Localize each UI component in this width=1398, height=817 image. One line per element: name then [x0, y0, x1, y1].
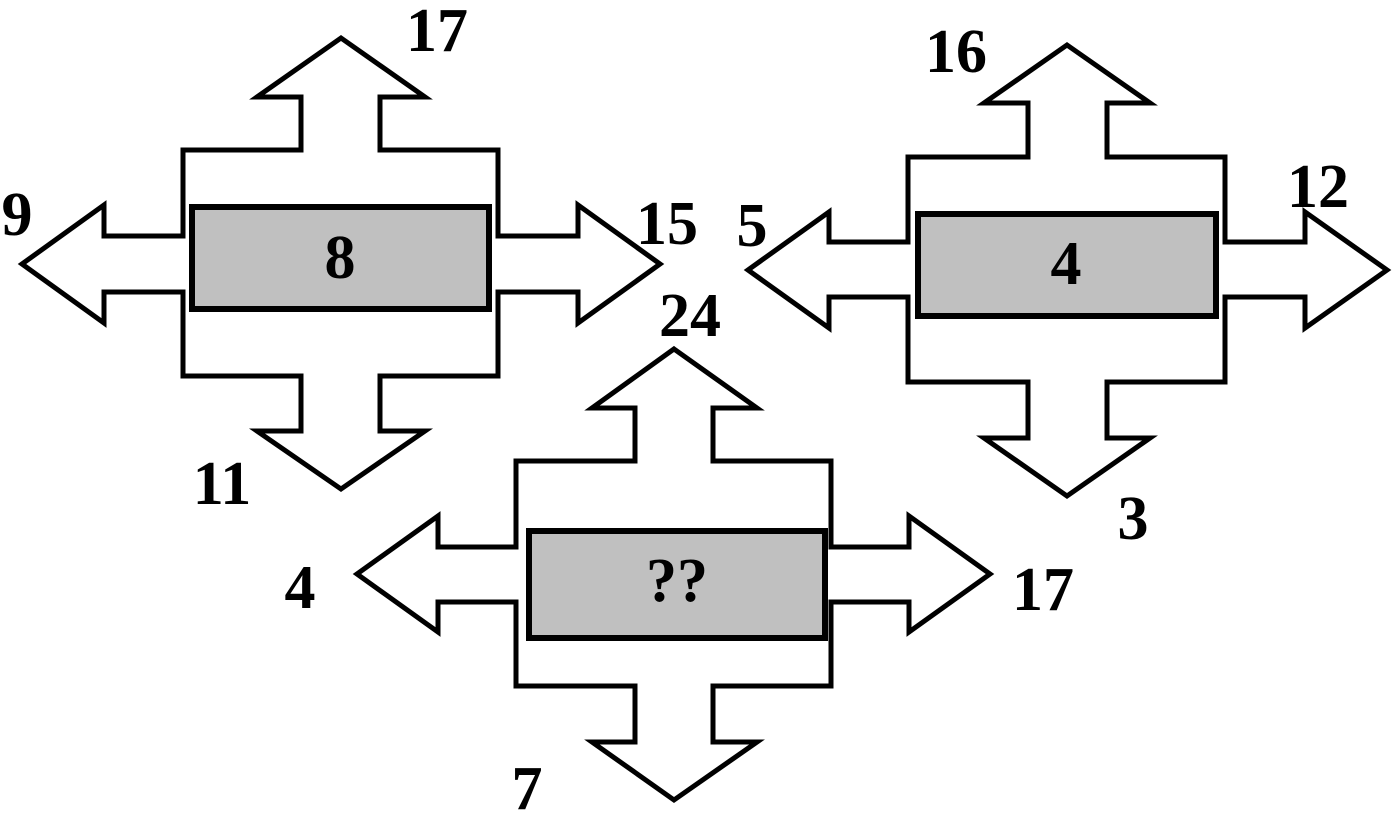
- figure-3-left-value: 4: [285, 554, 316, 622]
- figure-1-center-value: 8: [325, 224, 356, 292]
- figure-3: ?? 24 4 17 7: [285, 282, 1075, 817]
- figure-3-center-value: ??: [646, 547, 708, 615]
- figure-1-up-value: 17: [406, 0, 468, 65]
- figure-1: 8 17 9 15 11: [2, 0, 699, 518]
- figure-1-center-box: [189, 204, 492, 312]
- figure-2-left-value: 5: [737, 192, 768, 260]
- figure-3-down-value: 7: [512, 755, 543, 817]
- figure-2: 4 16 5 12 3: [737, 18, 1392, 553]
- figure-2-down-value: 3: [1118, 485, 1149, 553]
- figure-3-right-value: 17: [1012, 556, 1074, 624]
- figure-2-center-box: [915, 211, 1219, 319]
- figure-2-right-value: 12: [1287, 153, 1349, 221]
- figure-1-down-value: 11: [193, 450, 252, 518]
- figure-2-up-value: 16: [925, 18, 987, 86]
- figure-1-right-value: 15: [636, 190, 698, 258]
- figure-3-center-box: [526, 528, 828, 641]
- figure-3-up-value: 24: [659, 282, 721, 350]
- figure-2-center-value: 4: [1051, 230, 1082, 298]
- figure-1-left-value: 9: [2, 181, 33, 249]
